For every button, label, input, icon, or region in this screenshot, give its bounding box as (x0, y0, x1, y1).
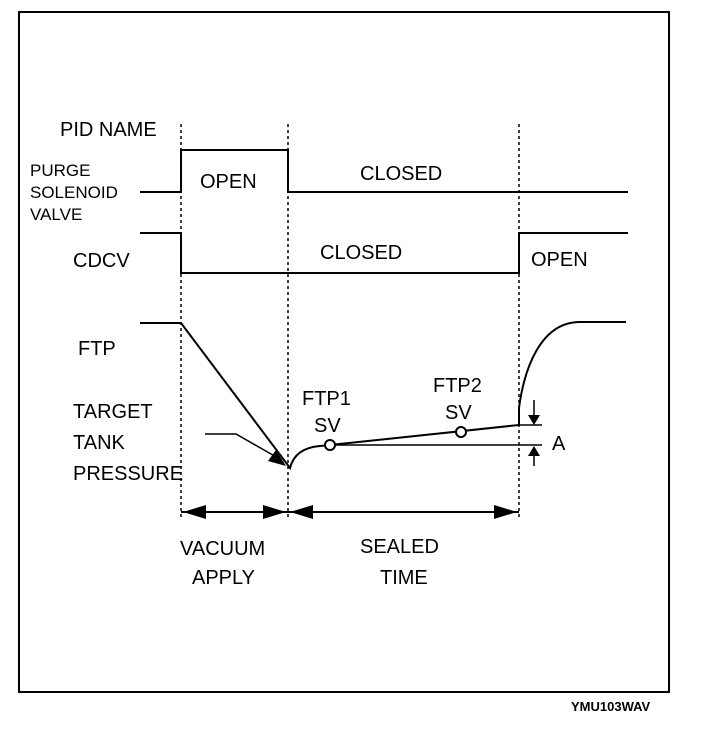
ftp-label: FTP (78, 338, 116, 360)
purge-label-line3: VALVE (30, 205, 82, 224)
vacuum-label-line1: VACUUM (180, 538, 265, 560)
purge-label-line1: PURGE (30, 161, 90, 180)
ftp1-sample-point (324, 439, 336, 451)
vacuum-apply-arrow-left (183, 505, 206, 519)
ftp2-sample-point (455, 426, 467, 438)
vacuum-label-line2: APPLY (192, 567, 255, 589)
purge-open-label: OPEN (200, 171, 257, 193)
cdcv-label: CDCV (73, 250, 130, 272)
sealed-label-line2: TIME (380, 567, 428, 589)
target-label-line3: PRESSURE (73, 463, 183, 485)
cdcv-closed-label: CLOSED (320, 242, 402, 264)
pid-name-label: PID NAME (60, 119, 157, 141)
ftp2-label-line2: SV (445, 402, 472, 424)
target-label-line1: TARGET (73, 401, 153, 423)
delta-arrow-top-head (528, 415, 540, 425)
delta-a-label: A (552, 433, 566, 455)
sealed-time-arrow-right (494, 505, 517, 519)
ftp1-label-line1: FTP1 (302, 388, 351, 410)
purge-label-line2: SOLENOID (30, 183, 118, 202)
sealed-label-line1: SEALED (360, 536, 439, 558)
vacuum-apply-arrow-right (263, 505, 286, 519)
purge-valve-trace (140, 149, 628, 193)
sealed-time-arrow-left (290, 505, 313, 519)
figure-code: YMU103WAV (571, 699, 651, 714)
target-label-line2: TANK (73, 432, 126, 454)
diagram-frame (18, 11, 670, 693)
target-pressure-arrowhead (268, 450, 286, 466)
delta-arrow-bottom-head (528, 446, 540, 456)
ftp1-label-line2: SV (314, 415, 341, 437)
cdcv-trace (140, 232, 628, 274)
ftp-trace (140, 321, 626, 471)
target-pressure-pointer (205, 433, 279, 459)
ftp2-label-line1: FTP2 (433, 375, 482, 397)
cdcv-open-label: OPEN (531, 249, 588, 271)
purge-closed-label: CLOSED (360, 163, 442, 185)
